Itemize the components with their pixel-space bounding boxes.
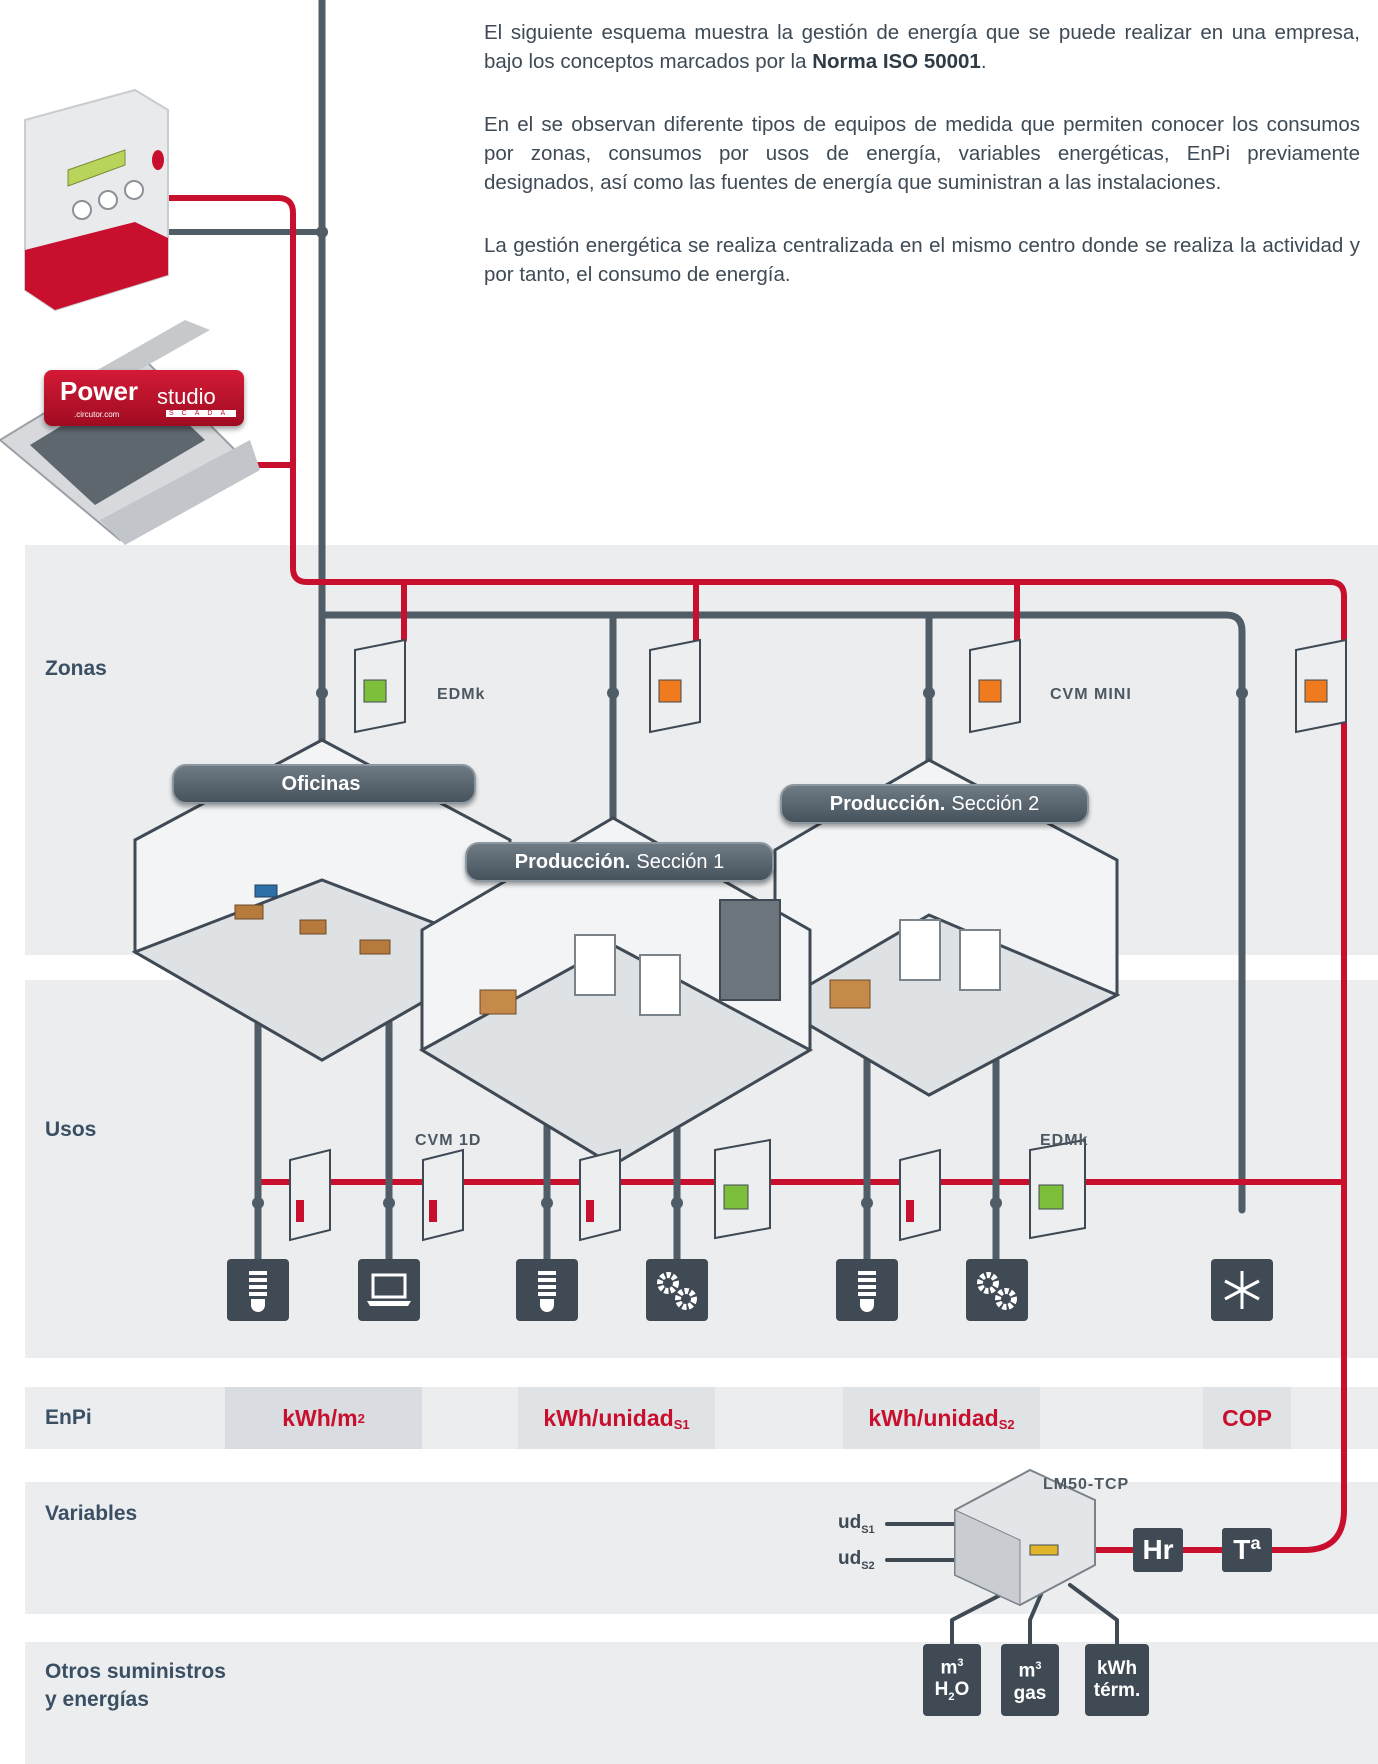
cvm-1d-meter-icon-4 — [899, 1148, 941, 1242]
intro-paragraph-3: La gestión energética se realiza central… — [484, 234, 1360, 286]
intro-paragraph-2: En el se observan diferente tipos de equ… — [484, 113, 1360, 194]
cvm-mini-meter-icon-1 — [649, 638, 701, 734]
edmk-meter-icon — [354, 638, 406, 734]
lm50-tcp-device-icon — [954, 1468, 1096, 1607]
cvm-mini-meter-icon-2 — [969, 638, 1021, 734]
device-label-lm50-tcp: LM50-TCP — [1043, 1476, 1130, 1493]
cvm-1d-meter-icon-3 — [579, 1148, 621, 1242]
row-label-otros: Otros suministros y energías — [45, 1660, 226, 1711]
energy-meter-icon — [24, 88, 169, 312]
gears-icon — [646, 1259, 708, 1321]
lightbulb-icon — [836, 1259, 898, 1321]
oficinas-building — [131, 738, 514, 1062]
gray-bus — [318, 611, 1246, 1214]
cvm-1d-meter-icon-1 — [289, 1148, 331, 1242]
variable-ud-s2: udS2 — [838, 1548, 875, 1572]
device-label-cvm-1d: CVM 1D — [415, 1132, 482, 1149]
cvm-mini-meter-icon-3 — [1295, 638, 1347, 734]
device-label-edmk-usos: EDMk — [1040, 1132, 1089, 1149]
supply-thermal: kWh térm. — [1085, 1644, 1149, 1716]
produccion-seccion-1-building — [418, 816, 814, 1167]
lightbulb-icon — [516, 1259, 578, 1321]
snowflake-icon — [1211, 1259, 1273, 1321]
variable-ud-s1: udS1 — [838, 1512, 875, 1536]
cvm-1d-meter-icon-2 — [422, 1148, 464, 1242]
zone-pill-oficinas: Oficinas — [172, 764, 476, 804]
row-label-variables: Variables — [45, 1502, 138, 1525]
lightbulb-icon — [227, 1259, 289, 1321]
row-label-enpi: EnPi — [45, 1406, 92, 1429]
edmk-meter-icon-usos-1 — [714, 1138, 771, 1240]
supply-water: m3 H2O — [923, 1644, 981, 1716]
temperature-ta-box: Tª — [1222, 1528, 1272, 1572]
row-label-zonas: Zonas — [45, 657, 107, 680]
gears-icon — [966, 1259, 1028, 1321]
device-label-cvm-mini: CVM MINI — [1050, 686, 1132, 703]
logo-badge-text: SCADA — [166, 410, 237, 417]
supply-gas: m3 gas — [1001, 1644, 1059, 1716]
red-meter-line — [162, 195, 1347, 1553]
laptop-icon — [0, 320, 260, 545]
enpi-cop: COP — [1203, 1387, 1291, 1449]
humidity-hr-box: Hr — [1133, 1528, 1183, 1572]
logo-sub-text: .circutor.com — [74, 410, 120, 419]
intro-paragraph-1: El siguiente esquema muestra la gestión … — [484, 21, 1360, 73]
produccion-seccion-2-building — [772, 758, 1121, 1097]
logo-product-text: studio — [157, 384, 216, 409]
zone-pill-produccion-1: Producción.Sección 1 — [465, 842, 774, 882]
zone-pill-produccion-2: Producción.Sección 2 — [780, 784, 1089, 824]
laptop-icon — [358, 1259, 420, 1321]
intro-text: El siguiente esquema muestra la gestión … — [484, 18, 1360, 323]
logo-brand-text: Power — [60, 376, 139, 406]
row-label-usos: Usos — [45, 1118, 97, 1141]
otros-band — [25, 1642, 1378, 1764]
edmk-meter-icon-usos-2 — [1029, 1138, 1086, 1240]
device-label-edmk-top: EDMk — [437, 686, 486, 703]
powerstudio-logo: Power studio .circutor.com SCADA — [44, 370, 244, 426]
